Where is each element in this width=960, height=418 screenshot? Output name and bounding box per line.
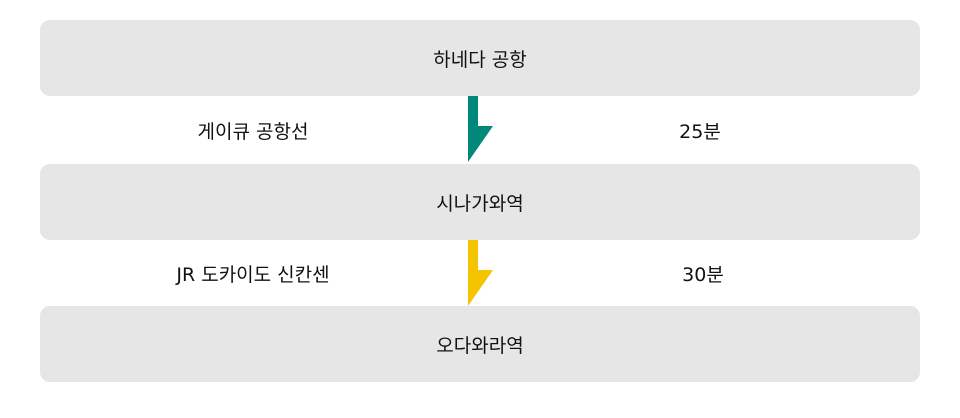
down-arrow-icon (468, 240, 493, 306)
station-label: 하네다 공항 (433, 48, 527, 71)
duration: 25분 (679, 121, 721, 143)
station-shinagawa: 시나가와역 (40, 164, 920, 240)
line-name: 게이큐 공항선 (197, 121, 309, 143)
station-label: 시나가와역 (436, 192, 524, 215)
duration: 30분 (682, 264, 724, 286)
station-label: 오다와라역 (436, 334, 524, 357)
line-name: JR 도카이도 신칸센 (176, 264, 330, 286)
station-odawara: 오다와라역 (40, 306, 920, 382)
station-haneda: 하네다 공항 (40, 20, 920, 96)
down-arrow-icon (468, 96, 493, 162)
